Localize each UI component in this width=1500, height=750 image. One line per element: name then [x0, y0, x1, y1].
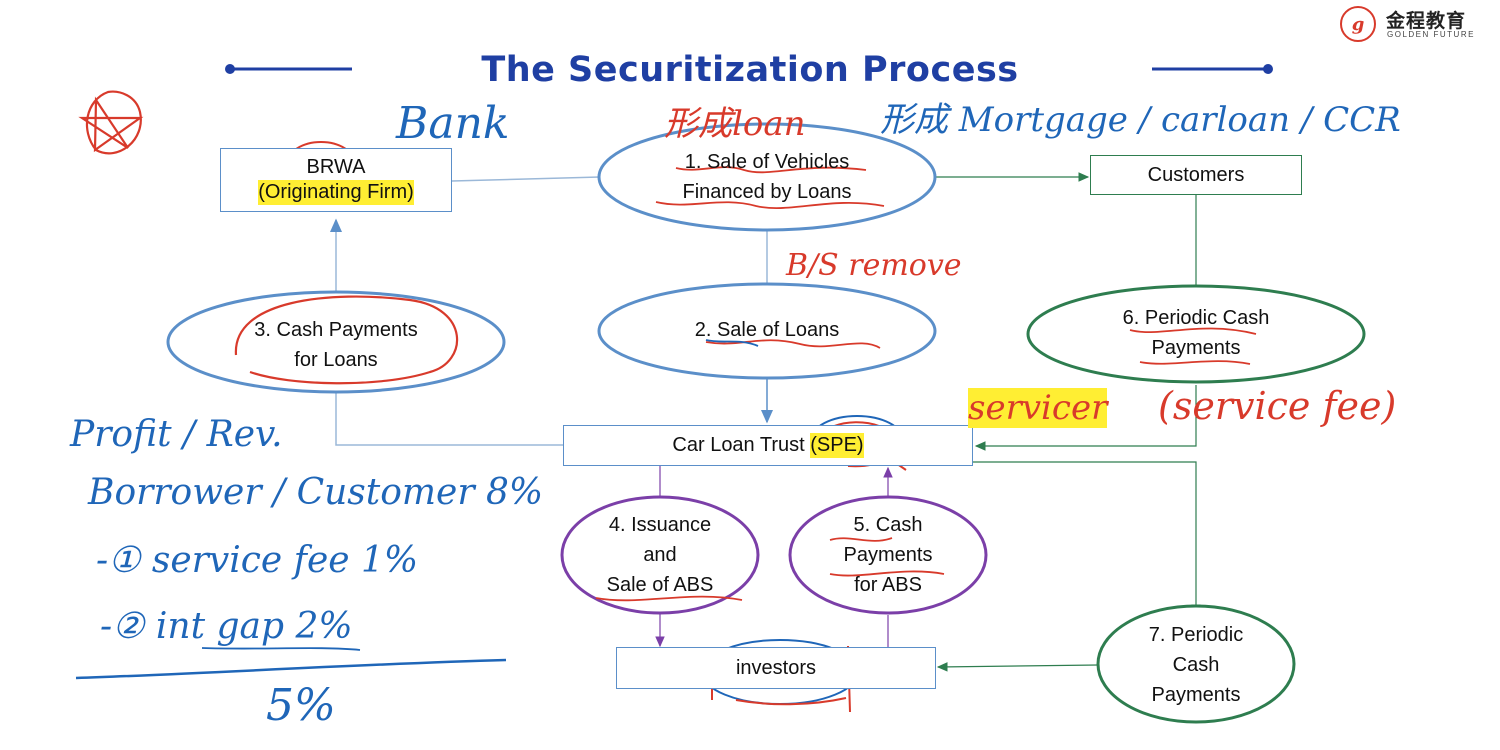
page-title: The Securitization Process [481, 50, 1019, 90]
title-decoration-left [225, 64, 352, 74]
step2-ellipse [597, 282, 937, 380]
connector-trust-s7 [972, 461, 1201, 616]
annotation-borrower: Borrower / Customer 8% [88, 472, 544, 513]
customers-box: Customers [1090, 155, 1302, 195]
investors-label: investors [735, 656, 817, 679]
step3-line2: for Loans [294, 349, 378, 371]
step4-ellipse [560, 495, 760, 615]
step7-line2: Cash [1172, 654, 1220, 676]
trust-label: Car Loan Trust [672, 434, 811, 456]
step4-text: 4. Issuance and Sale of ABS [562, 510, 758, 600]
step2-line1: 2. Sale of Loans [694, 319, 840, 341]
step3-line1: 3. Cash Payments [254, 319, 418, 341]
step4-line1: 4. Issuance [608, 514, 712, 536]
step5-ellipse [788, 495, 988, 615]
step6-text: 6. Periodic Cash Payments [1028, 288, 1364, 378]
step5-line3: for ABS [854, 574, 922, 596]
spe-label: (SPE) [810, 433, 864, 458]
step5-line2: Payments [843, 544, 933, 566]
step7-line1: 7. Periodic [1148, 624, 1244, 646]
step2-text: 2. Sale of Loans [599, 300, 935, 360]
step6-line1: 6. Periodic Cash [1122, 307, 1270, 329]
connector-s7-investors [936, 662, 1099, 672]
step6-line2: Payments [1151, 337, 1241, 359]
int-gap-underline [201, 647, 361, 651]
annotation-int-gap-line: -② int gap 2% [100, 606, 353, 647]
step5-text: 5. Cash Payments for ABS [790, 510, 986, 600]
annotation-mortgage: 形成 Mortgage / carloan / CCR [880, 100, 1401, 140]
step7-ellipse [1096, 604, 1296, 724]
svg-text:g: g [1352, 14, 1365, 35]
s1-underline-1 [675, 166, 867, 174]
step1-text: 1. Sale of Vehicles Financed by Loans [599, 132, 935, 222]
annotation-servicer: servicer [968, 388, 1108, 428]
title-decoration-right [1152, 64, 1273, 74]
step4-line2: and [643, 544, 677, 566]
s2-blue-underline [705, 339, 759, 347]
s5-underline [829, 537, 945, 577]
car-loan-trust-box: Car Loan Trust (SPE) [563, 425, 973, 466]
s1-underline-2 [655, 201, 885, 209]
connector-s6-trust [974, 385, 1197, 451]
originating-firm-label: (Originating Firm) [258, 180, 414, 205]
golden-future-logo: g [1340, 6, 1376, 42]
s6-underline-2 [1139, 360, 1251, 365]
annotation-profit: Profit / Rev. [70, 414, 283, 455]
step1-line2: Financed by Loans [682, 181, 852, 203]
s2-underline [705, 339, 881, 349]
step7-line3: Payments [1151, 684, 1241, 706]
brwa-label: BRWA [306, 156, 366, 178]
step6-ellipse [1026, 284, 1366, 384]
step3-loop-mark [234, 295, 459, 385]
logo-chinese-text: 金程教育 [1386, 10, 1467, 32]
annotation-bs-remove: B/S remove [786, 248, 962, 283]
customers-label: Customers [1147, 163, 1245, 186]
step5-line1: 5. Cash [853, 514, 923, 536]
s4-underline [595, 595, 743, 602]
annotation-bank: Bank [396, 98, 510, 149]
step3-ellipse [166, 290, 506, 394]
step7-text: 7. Periodic Cash Payments [1098, 620, 1294, 710]
annotation-service-fee: (service fee) [1158, 384, 1397, 428]
brwa-box: BRWA (Originating Firm) [220, 148, 452, 212]
step3-text: 3. Cash Payments for Loans [168, 300, 504, 390]
connector-brwa-s1 [451, 176, 601, 182]
step4-line3: Sale of ABS [606, 574, 714, 596]
star-scribble [78, 90, 144, 155]
s6-underline-1 [1129, 327, 1257, 335]
calc-total-rule [75, 658, 507, 680]
logo-english-text: GOLDEN FUTURE [1387, 30, 1475, 39]
annotation-service-fee-line: -① service fee 1% [96, 540, 419, 581]
annotation-result: 5% [266, 680, 336, 731]
annotation-loan-cn: 形成loan [664, 104, 806, 144]
investors-box: investors [616, 647, 936, 689]
step1-line1: 1. Sale of Vehicles [684, 151, 850, 173]
